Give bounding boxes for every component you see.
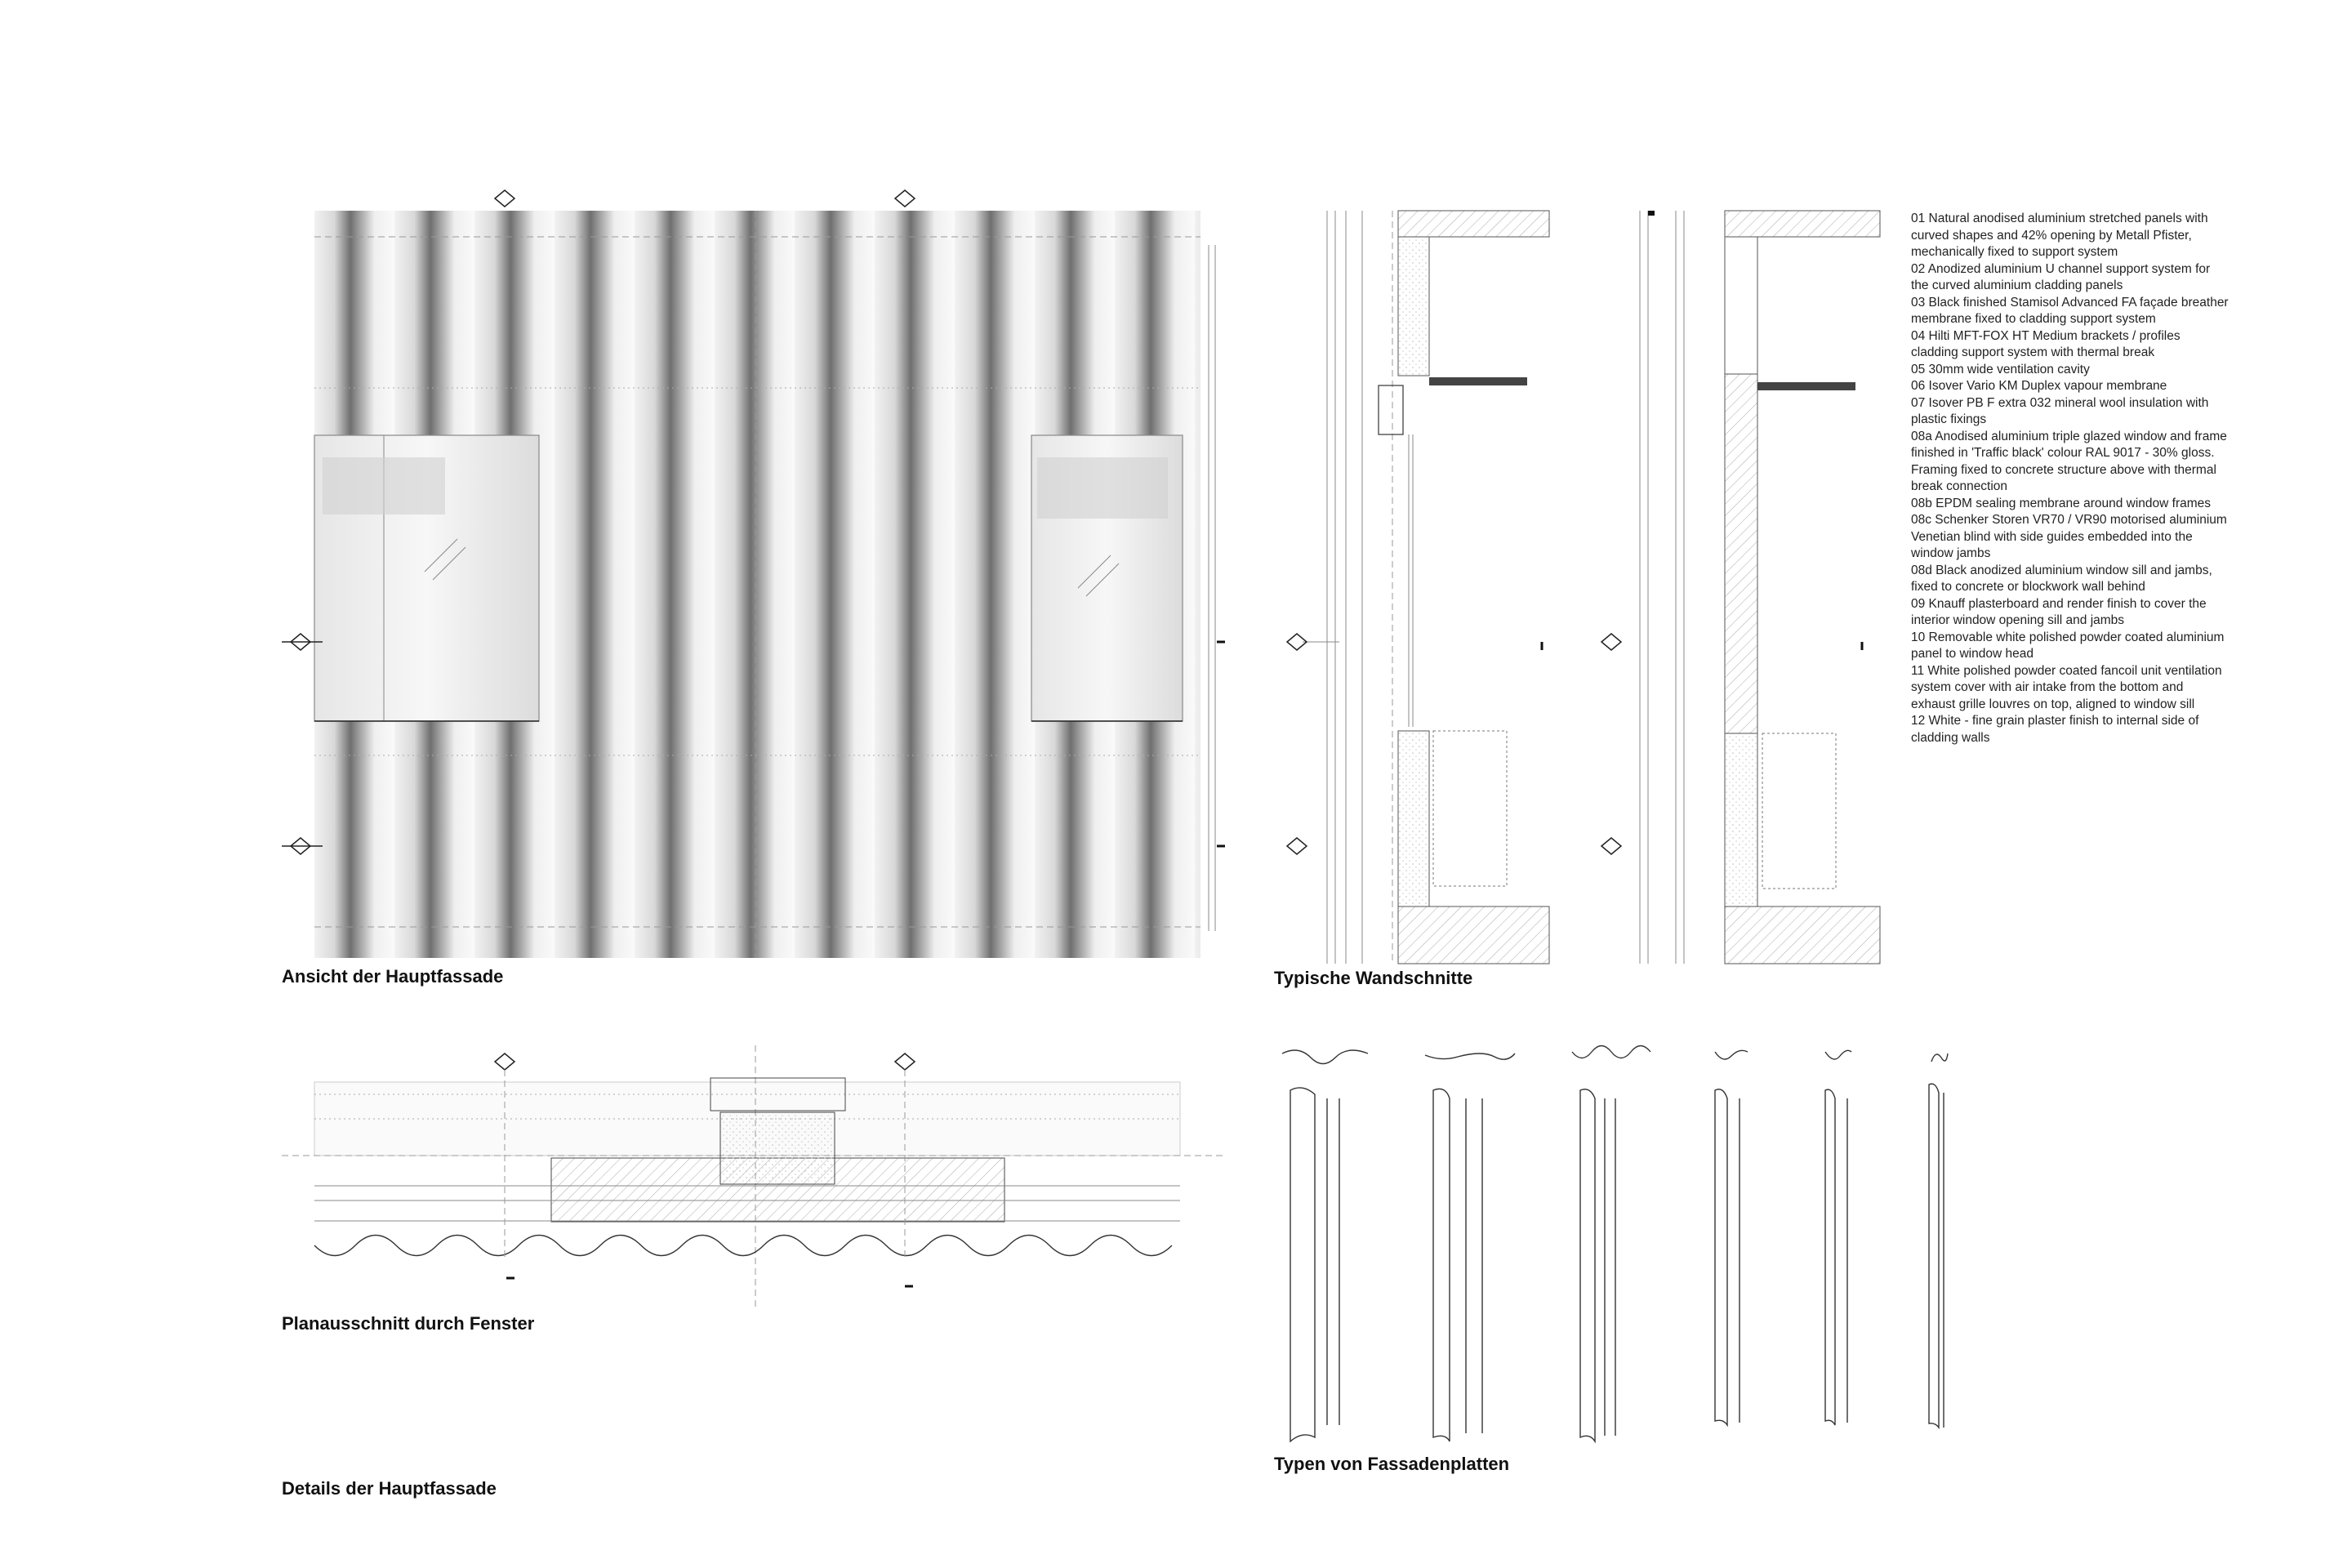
legend-item: 04 Hilti MFT-FOX HT Medium brackets / pr… bbox=[1911, 328, 2180, 360]
panel-type-2 bbox=[1424, 1053, 1516, 1442]
legend-item: 11 White polished powder coated fancoil … bbox=[1911, 663, 2222, 711]
caption-details: Details der Hauptfassade bbox=[282, 1478, 497, 1499]
legend-item: 08a Anodised aluminium triple glazed win… bbox=[1911, 429, 2227, 494]
legend-item: 08b EPDM sealing membrane around window … bbox=[1911, 496, 2212, 510]
caption-wall-sections: Typische Wandschnitte bbox=[1274, 968, 1473, 988]
window-right bbox=[1031, 434, 1183, 722]
caption-plan-section: Planausschnitt durch Fenster bbox=[282, 1313, 535, 1334]
plan-section-drawing bbox=[282, 1045, 1225, 1311]
plan-curved-panel-profile bbox=[314, 1234, 1173, 1257]
legend-item: 08c Schenker Storen VR70 / VR90 motorise… bbox=[1911, 513, 2227, 560]
legend-item: 08d Black anodized aluminium window sill… bbox=[1911, 563, 2212, 595]
legend-item: 12 White - fine grain plaster finish to … bbox=[1911, 714, 2199, 745]
panel-type-3 bbox=[1571, 1045, 1651, 1444]
legend-item: 03 Black finished Stamisol Advanced FA f… bbox=[1911, 295, 2229, 327]
panel-type-1 bbox=[1281, 1049, 1369, 1443]
caption-panel-types: Typen von Fassadenplatten bbox=[1274, 1454, 1510, 1474]
panel-type-5 bbox=[1824, 1049, 1852, 1426]
legend-item: 05 30mm wide ventilation cavity bbox=[1911, 362, 2090, 376]
level-marker-icon bbox=[282, 189, 916, 855]
window-left bbox=[314, 434, 540, 722]
legend-item: 10 Removable white polished powder coate… bbox=[1911, 630, 2225, 662]
legend-item: 09 Knauff plasterboard and render finish… bbox=[1911, 596, 2207, 628]
caption-facade-elevation: Ansicht der Hauptfassade bbox=[282, 966, 504, 987]
wall-section-2 bbox=[1600, 210, 1881, 964]
legend-item: 06 Isover Vario KM Duplex vapour membran… bbox=[1911, 379, 2167, 393]
panel-type-6 bbox=[1928, 1053, 1949, 1430]
legend-item: 01 Natural anodised aluminium stretched … bbox=[1911, 212, 2208, 259]
panel-type-4 bbox=[1714, 1049, 1748, 1428]
materials-legend: 01 Natural anodised aluminium stretched … bbox=[1911, 211, 2230, 746]
legend-item: 07 Isover PB F extra 032 mineral wool in… bbox=[1911, 395, 2209, 427]
wall-section-1 bbox=[1285, 210, 1550, 964]
legend-item: 02 Anodized aluminium U channel support … bbox=[1911, 261, 2211, 293]
